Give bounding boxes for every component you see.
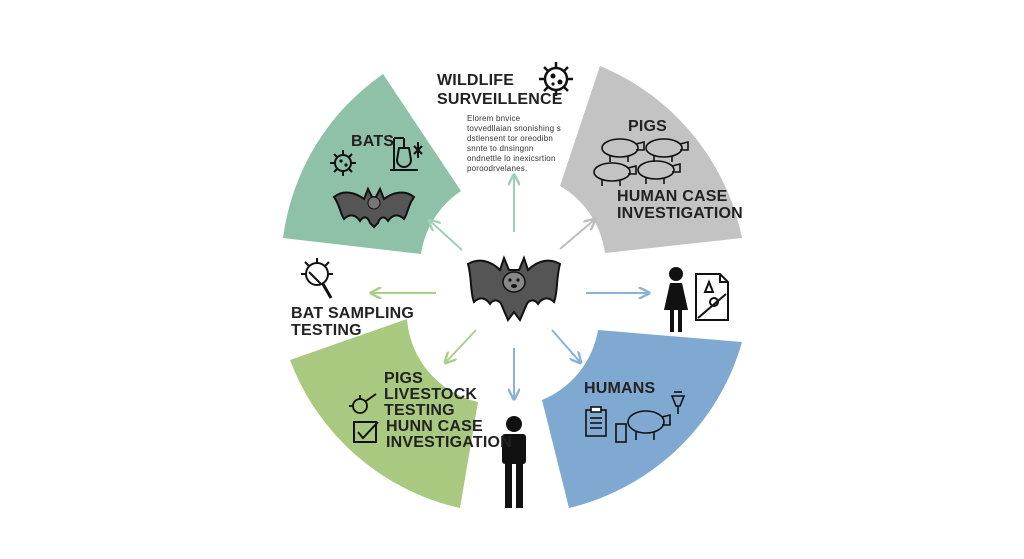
livestock-line3: TESTING bbox=[384, 402, 455, 419]
humans-pig-icon bbox=[615, 410, 671, 443]
wildlife-body: Elorem bnvice tovvedllaian snonishing s … bbox=[467, 114, 561, 173]
virus-icon bbox=[330, 150, 356, 176]
humans-title: HUMANS bbox=[584, 380, 656, 397]
livestock-line2: LIVESTOCK bbox=[384, 386, 478, 403]
livestock-virus-icon bbox=[349, 393, 377, 414]
virus-magnifier-icon bbox=[301, 258, 333, 299]
case-document-icon bbox=[695, 273, 729, 321]
sector-bats bbox=[283, 74, 461, 254]
wildlife-title-line2: SURVEILLENCE bbox=[437, 91, 563, 108]
pig-herd-icon bbox=[593, 138, 689, 186]
bat-sampling-line1: BAT SAMPLING bbox=[291, 305, 414, 322]
checklist-icon bbox=[353, 421, 379, 443]
center-bat-icon bbox=[466, 255, 562, 322]
arrow-to-humans bbox=[551, 329, 580, 362]
arrow-to-bats bbox=[430, 221, 463, 251]
pigs-subtitle-line1: HUMAN CASE bbox=[617, 188, 728, 205]
sector-humans bbox=[542, 330, 742, 508]
man-icon bbox=[502, 416, 526, 508]
livestock-line5: INVESTIGATION bbox=[386, 434, 512, 451]
sector-pigs bbox=[560, 66, 742, 253]
pigs-subtitle-line2: INVESTIGATION bbox=[617, 205, 743, 222]
bat-icon bbox=[332, 186, 416, 229]
pigs-title: PIGS bbox=[628, 118, 668, 135]
arrow-to-livestock bbox=[446, 329, 477, 362]
bat-sampling-line2: TESTING bbox=[291, 322, 362, 339]
bats-title: BATS bbox=[351, 133, 395, 150]
sector-livestock bbox=[290, 319, 478, 508]
wildlife-title-line1: WILDLIFE bbox=[437, 72, 515, 89]
arrow-to-pigs bbox=[559, 220, 594, 250]
syringe-icon bbox=[670, 391, 686, 414]
wildlife-virus-icon bbox=[539, 62, 573, 96]
woman-icon bbox=[664, 267, 688, 332]
clipboard-icon bbox=[585, 406, 607, 437]
livestock-line4: HUNN CASE bbox=[386, 418, 483, 435]
sampling-lab-icon bbox=[390, 137, 423, 171]
livestock-line1: PIGS bbox=[384, 370, 424, 387]
